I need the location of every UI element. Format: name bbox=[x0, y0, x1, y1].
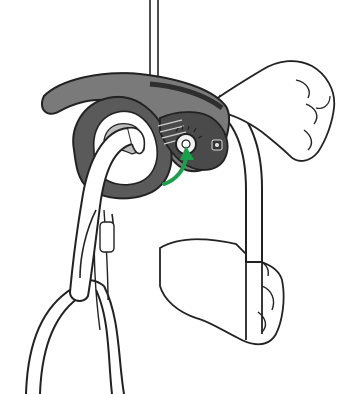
lower-hand-icon bbox=[160, 239, 284, 344]
upper-hand-icon bbox=[212, 61, 334, 161]
